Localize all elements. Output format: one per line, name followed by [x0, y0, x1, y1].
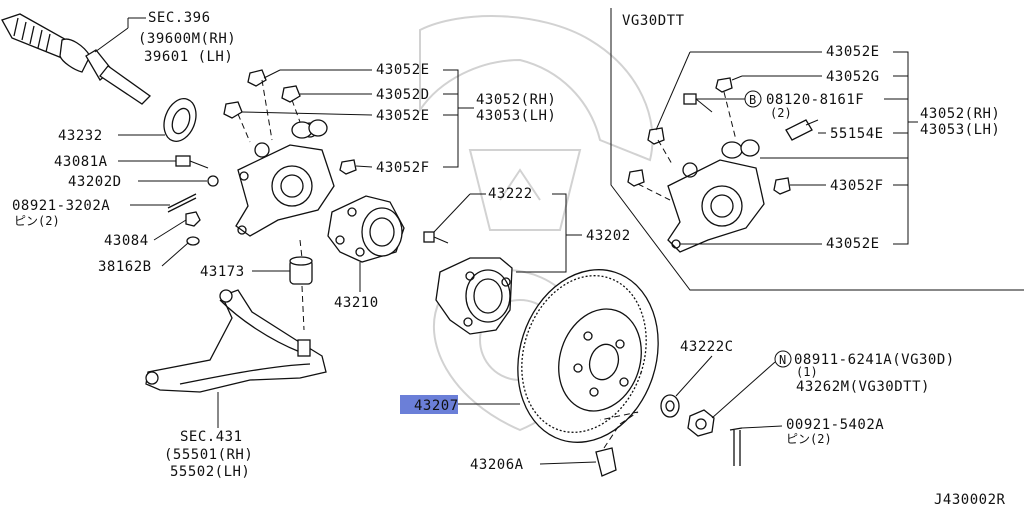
part-08921-3202a-pin [167, 193, 197, 213]
inset-43052g-nut [715, 77, 733, 93]
label-43084: 43084 [104, 233, 149, 249]
label-08921-3202a: 08921-3202A [12, 198, 110, 214]
label-diagram-id: J430002R [934, 492, 1006, 508]
highlight-43207 [400, 395, 458, 414]
part-43222-stud [423, 231, 449, 244]
inset-nut-c [627, 169, 645, 187]
label-pin2-b: ピン(2) [786, 432, 832, 446]
inset-08120-bolt [683, 93, 713, 113]
label-inset-43052e-a: 43052E [826, 44, 880, 60]
part-43081a-bolt [175, 155, 209, 169]
label-08911-qty: (1) [796, 365, 818, 379]
label-08120-qty: (2) [770, 106, 792, 120]
part-43202-hub [435, 257, 513, 335]
part-43232-seal [163, 98, 197, 142]
label-43206a: 43206A [470, 457, 524, 473]
label-43052-rh: 43052(RH) [476, 92, 556, 108]
label-sec431-rh: (55501(RH) [164, 447, 253, 463]
part-43210-housing [327, 195, 405, 263]
part-43173-bushing [289, 256, 313, 285]
label-08911-6241a: 08911-6241A(VG30D) [794, 352, 955, 368]
label-43232: 43232 [58, 128, 103, 144]
label-43173: 43173 [200, 264, 245, 280]
part-knuckle-inset [667, 139, 765, 253]
vg30dtt-inset: VG30DTT [610, 8, 1024, 291]
label-sec396-lh: 39601 (LH) [144, 49, 233, 65]
label-43207: 43207 [414, 398, 459, 414]
part-43206a-plug [595, 411, 639, 477]
part-43222c-spacer [660, 394, 680, 418]
part-43052f-nut [339, 159, 357, 175]
part-08911-6241a-nut [687, 409, 715, 437]
inset-43052e-nut-a [647, 127, 665, 145]
part-bushings [291, 119, 328, 139]
label-inset-43052f: 43052F [830, 178, 884, 194]
label-38162b: 38162B [98, 259, 152, 275]
badge-b-text: B [749, 93, 756, 107]
part-43052e-nut-a [247, 69, 267, 87]
inset-43052f-nut [773, 177, 791, 195]
part-43084-nut [185, 211, 201, 227]
drive-shaft [1, 13, 152, 105]
label-pin2-a: ピン(2) [14, 214, 60, 228]
label-inset-43053-lh: 43053(LH) [920, 122, 1000, 138]
label-43210: 43210 [334, 295, 379, 311]
label-55154e: 55154E [830, 126, 884, 142]
label-vg30dtt: VG30DTT [622, 13, 685, 29]
label-sec431-lh: 55502(LH) [170, 464, 250, 480]
label-43081a: 43081A [54, 154, 108, 170]
part-knuckle-main [235, 122, 335, 237]
inset-55154e-stud [785, 119, 819, 141]
part-43202d-washer [207, 175, 219, 187]
label-43262m: 43262M(VG30DTT) [796, 379, 930, 395]
label-inset-43052e-b: 43052E [826, 236, 880, 252]
badge-n-text: N [779, 353, 786, 367]
label-43202d: 43202D [68, 174, 122, 190]
label-sec396: SEC.396 [148, 10, 211, 26]
label-43052e-a: 43052E [376, 62, 430, 78]
badge-n [774, 350, 792, 368]
part-lower-arm [145, 289, 327, 393]
label-43053-lh: 43053(LH) [476, 108, 556, 124]
label-43202: 43202 [586, 228, 631, 244]
label-43052e-b: 43052E [376, 108, 430, 124]
part-43052e-nut-b [223, 101, 243, 119]
label-inset-43052-rh: 43052(RH) [920, 106, 1000, 122]
label-43222: 43222 [488, 186, 533, 202]
label-08120-8161f: 08120-8161F [766, 92, 864, 108]
label-43052f: 43052F [376, 160, 430, 176]
part-00921-5402a-pin [729, 427, 743, 466]
label-43222c: 43222C [680, 339, 734, 355]
label-00921-5402a: 00921-5402A [786, 417, 884, 433]
part-38162b-washer [186, 236, 200, 246]
label-sec396-rh: (39600M(RH) [138, 31, 236, 47]
label-43052d: 43052D [376, 87, 430, 103]
part-43052d-nut [281, 85, 301, 103]
part-43207-rotor [517, 269, 659, 443]
label-sec431: SEC.431 [180, 429, 243, 445]
label-43052g: 43052G [826, 69, 880, 85]
